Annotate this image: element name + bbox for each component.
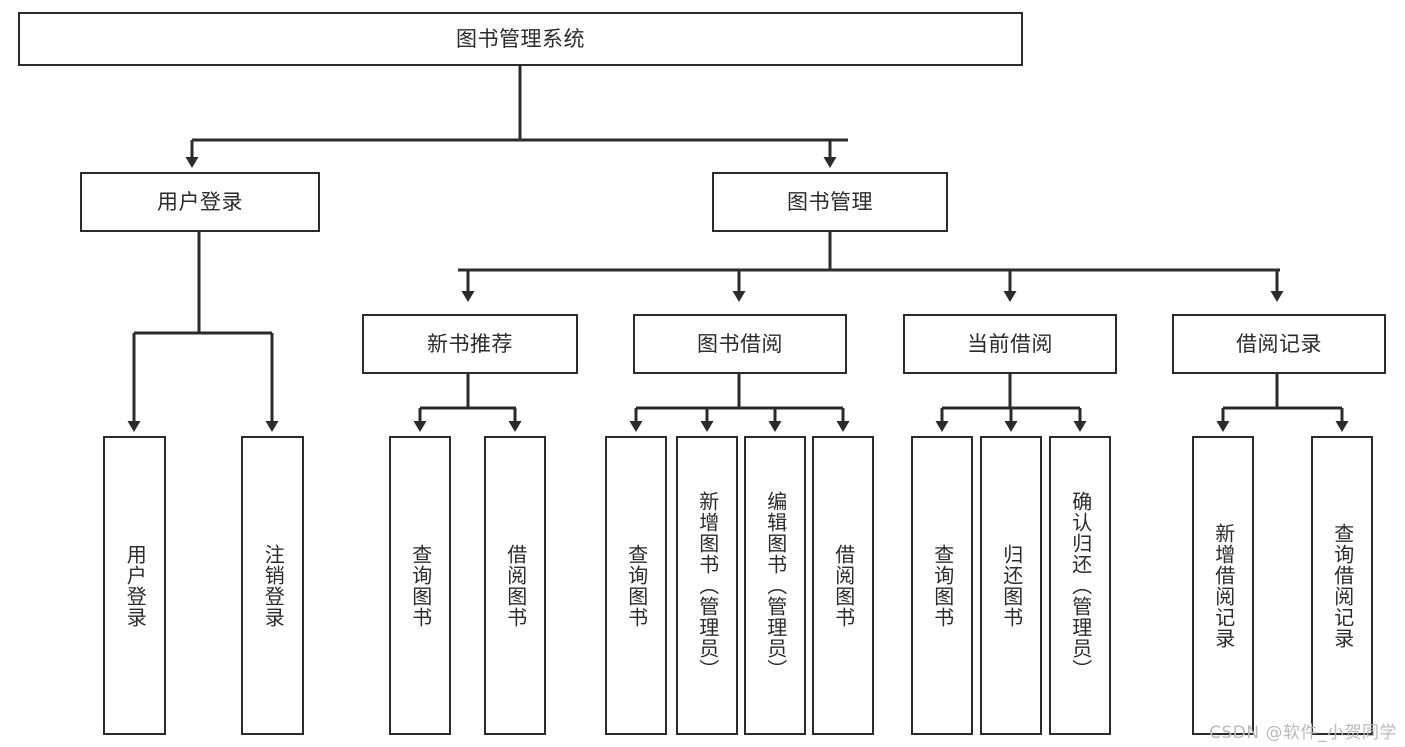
leaf-borrow-record-2[interactable]: 查询借阅记录 (1311, 436, 1373, 735)
leaf-borrow-record-1[interactable]: 新增借阅记录 (1192, 436, 1254, 735)
leaf-user-login-1[interactable]: 用户登录 (103, 436, 166, 735)
leaf-book-borrow-4[interactable]: 借阅图书 (812, 436, 874, 735)
leaf-book-borrow-3-label: 编辑图书（管理员） (763, 491, 788, 680)
leaf-book-borrow-1[interactable]: 查询图书 (605, 436, 667, 735)
node-root-system[interactable]: 图书管理系统 (18, 12, 1023, 66)
node-root-label: 图书管理系统 (456, 26, 585, 51)
leaf-book-borrow-4-label: 借阅图书 (831, 543, 856, 628)
node-book-management-label: 图书管理 (787, 189, 873, 214)
leaf-current-borrow-1-label: 查询图书 (930, 543, 955, 628)
leaf-new-book-1[interactable]: 查询图书 (389, 436, 451, 735)
leaf-book-borrow-2[interactable]: 新增图书（管理员） (676, 436, 738, 735)
leaf-borrow-record-2-label: 查询借阅记录 (1330, 522, 1355, 649)
leaf-user-login-2[interactable]: 注销登录 (241, 436, 304, 735)
leaf-book-borrow-3[interactable]: 编辑图书（管理员） (744, 436, 806, 735)
leaf-current-borrow-3[interactable]: 确认归还（管理员） (1049, 436, 1111, 735)
node-book-borrow-label: 图书借阅 (697, 331, 783, 356)
leaf-user-login-2-label: 注销登录 (261, 543, 286, 628)
node-book-borrow[interactable]: 图书借阅 (633, 314, 847, 374)
node-new-book-recommend[interactable]: 新书推荐 (362, 314, 578, 374)
leaf-user-login-1-label: 用户登录 (123, 543, 148, 628)
leaf-current-borrow-2-label: 归还图书 (999, 543, 1024, 628)
leaf-book-borrow-1-label: 查询图书 (624, 543, 649, 628)
leaf-borrow-record-1-label: 新增借阅记录 (1211, 522, 1236, 649)
leaf-new-book-2-label: 借阅图书 (503, 543, 528, 628)
node-current-borrow-label: 当前借阅 (967, 331, 1053, 356)
leaf-new-book-2[interactable]: 借阅图书 (484, 436, 546, 735)
node-borrow-record[interactable]: 借阅记录 (1172, 314, 1386, 374)
leaf-book-borrow-2-label: 新增图书（管理员） (695, 491, 720, 680)
node-user-login-label: 用户登录 (157, 189, 243, 214)
node-borrow-record-label: 借阅记录 (1236, 331, 1322, 356)
leaf-current-borrow-2[interactable]: 归还图书 (980, 436, 1042, 735)
node-user-login[interactable]: 用户登录 (80, 172, 320, 232)
node-current-borrow[interactable]: 当前借阅 (903, 314, 1117, 374)
node-new-book-recommend-label: 新书推荐 (427, 331, 513, 356)
leaf-current-borrow-1[interactable]: 查询图书 (911, 436, 973, 735)
leaf-current-borrow-3-label: 确认归还（管理员） (1068, 491, 1093, 680)
leaf-new-book-1-label: 查询图书 (408, 543, 433, 628)
node-book-management[interactable]: 图书管理 (712, 172, 948, 232)
